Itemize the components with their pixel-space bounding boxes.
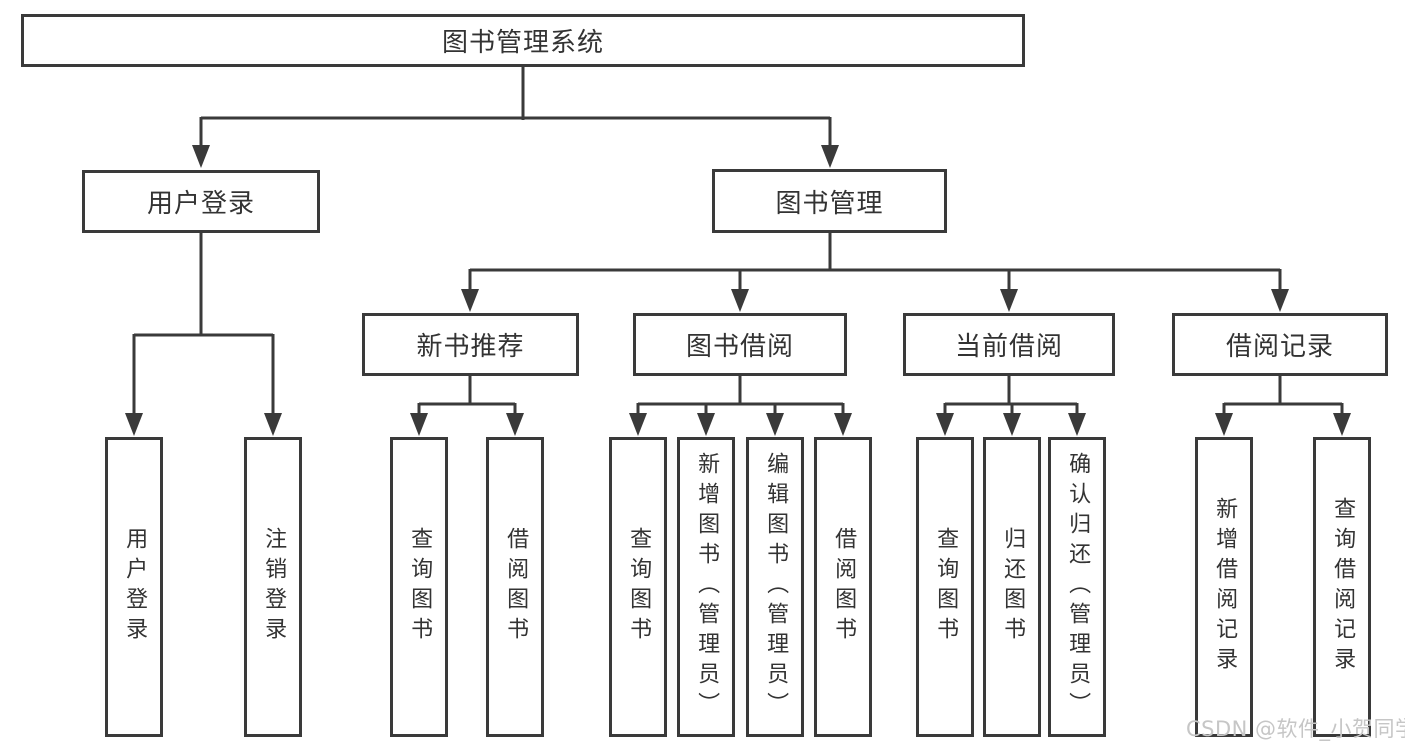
node-label: 借阅图书: [831, 527, 857, 647]
leaf-add-borrow-record: 新增借阅记录: [1195, 437, 1253, 737]
node-label: 借阅图书: [503, 527, 529, 647]
node-label: 当前借阅: [954, 332, 1063, 362]
node-label: 图书管理: [775, 188, 884, 219]
node-label: 新增图书（管理员）: [694, 452, 720, 722]
leaf-user-login: 用户登录: [105, 437, 163, 737]
node-library-management-system: 图书管理系统: [21, 14, 1025, 67]
leaf-logout: 注销登录: [244, 437, 302, 737]
node-label: 用户登录: [122, 527, 148, 647]
node-new-book-recommendation: 新书推荐: [362, 313, 579, 376]
node-label: 图书借阅: [685, 332, 794, 362]
leaf-borrow-books-borrowing: 借阅图书: [814, 437, 872, 737]
node-label: 查询图书: [407, 527, 433, 647]
tree-edges: [132, 67, 1344, 416]
node-book-management: 图书管理: [712, 169, 947, 233]
node-label: 查询图书: [626, 527, 652, 647]
node-label: 新增借阅记录: [1212, 497, 1238, 677]
leaf-add-book-admin: 新增图书（管理员）: [677, 437, 735, 737]
csdn-watermark: CSDN @软件_小贺同学: [1186, 717, 1405, 741]
node-label: 新书推荐: [416, 332, 525, 362]
leaf-query-books-current: 查询图书: [916, 437, 974, 737]
node-label: 图书管理系统: [441, 28, 604, 58]
leaf-edit-book-admin: 编辑图书（管理员）: [746, 437, 804, 737]
node-current-borrowing: 当前借阅: [903, 313, 1115, 376]
leaf-query-books-recommend: 查询图书: [390, 437, 448, 737]
node-label: 归还图书: [1000, 527, 1026, 647]
leaf-borrow-books-recommend: 借阅图书: [486, 437, 544, 737]
arrowheads: [125, 145, 1351, 436]
leaf-query-borrow-record: 查询借阅记录: [1313, 437, 1371, 737]
node-label: 注销登录: [261, 527, 287, 647]
node-label: 借阅记录: [1225, 332, 1334, 362]
leaf-return-books: 归还图书: [983, 437, 1041, 737]
leaf-confirm-return-admin: 确认归还（管理员）: [1048, 437, 1106, 737]
node-borrowing-records: 借阅记录: [1172, 313, 1388, 376]
leaf-query-books-borrowing: 查询图书: [609, 437, 667, 737]
node-book-borrowing: 图书借阅: [633, 313, 847, 376]
node-label: 用户登录: [146, 189, 255, 219]
node-label: 确认归还（管理员）: [1065, 452, 1091, 722]
node-user-login: 用户登录: [82, 170, 320, 233]
node-label: 编辑图书（管理员）: [763, 452, 789, 722]
node-label: 查询图书: [933, 527, 959, 647]
node-label: 查询借阅记录: [1330, 497, 1356, 677]
